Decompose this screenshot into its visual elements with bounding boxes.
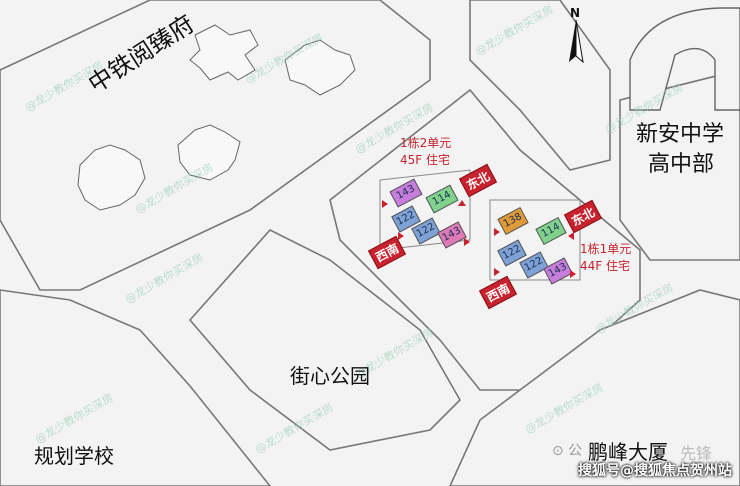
building-footprint — [189, 24, 259, 81]
building-footprint — [284, 39, 356, 96]
pengfeng-label: 鹏峰大厦 — [588, 440, 668, 464]
park-label: 街心公园 — [290, 364, 370, 388]
xinan-school-sublabel: 高中部 — [648, 152, 715, 177]
zhongtie-buildings — [77, 24, 356, 211]
wechat-logo-icon: ⊙ 公 — [552, 443, 583, 459]
building-footprint — [177, 124, 241, 181]
building1-floors: 44F 住宅 — [580, 259, 630, 273]
xinan-school-label: 新安中学 — [636, 122, 725, 147]
north-arrow-icon: N — [558, 6, 594, 72]
building1-label: 1栋1单元 — [580, 242, 632, 256]
watermark-partial: 先锋 — [680, 444, 713, 463]
building-footprint — [77, 144, 146, 211]
planned-school-block — [0, 289, 272, 486]
site-slabs — [379, 169, 581, 281]
footer-watermark: 搜狐号@搜狐焦点贺州站 — [578, 463, 732, 479]
compass-n-label: N — [570, 6, 581, 20]
building2-floors: 45F 住宅 — [400, 153, 450, 167]
park-block — [188, 229, 461, 451]
building2-label: 1栋2单元 — [400, 136, 452, 150]
arch-structure — [629, 7, 740, 111]
pengfeng-block — [449, 289, 740, 486]
planned-school-label: 规划学校 — [34, 444, 114, 468]
